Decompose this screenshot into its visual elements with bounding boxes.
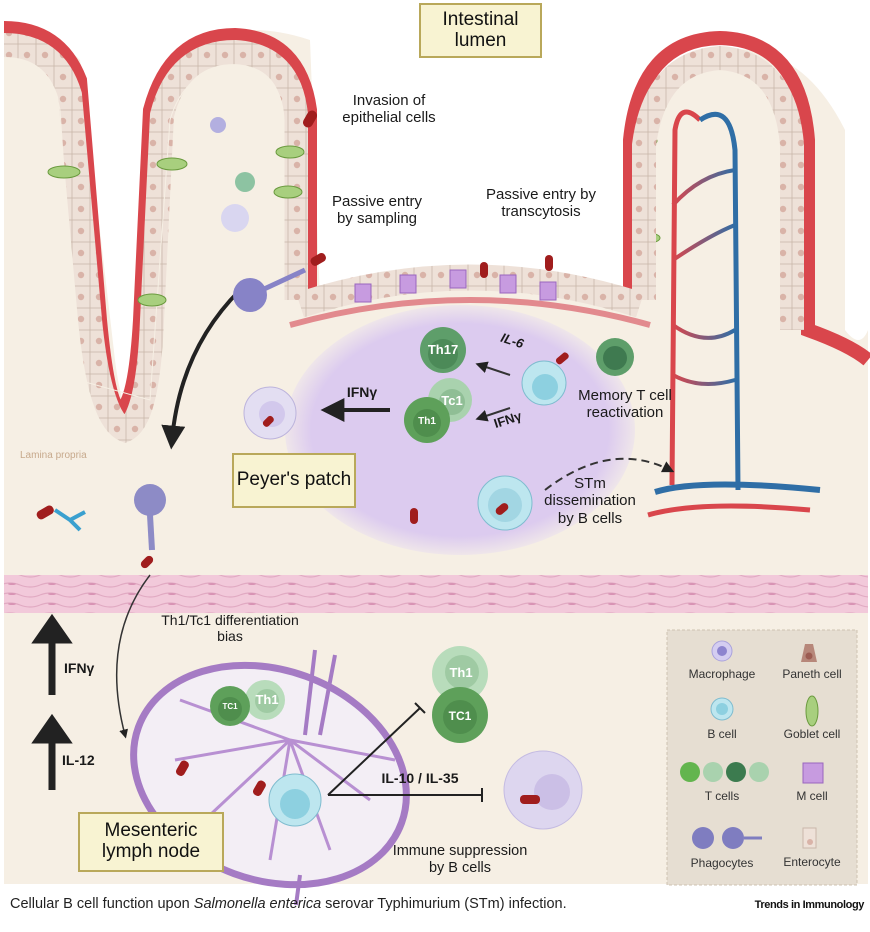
stm-bacterium-pp [410,508,418,524]
legend-label-macrophage: Macrophage [688,667,756,681]
passive-sampling-label: Passive entry by sampling [331,193,423,228]
dendritic-cell-villus [233,267,307,312]
stm-dissemination-label: STm dissemination by B cells [544,475,636,527]
villus-left [3,21,317,444]
memory-t-label: Memory T cell reactivation [578,387,672,422]
peyers-patch-label: Peyer's patch [232,453,356,508]
bacteria-ln [176,760,266,796]
legend-phagocytes-icon [692,827,762,849]
infected-macrophage-right [503,750,583,830]
ifng-label-left: IFNγ [346,384,378,400]
b-cell-ln [268,773,322,827]
legend-paneth-icon [801,644,817,662]
journal-name: Trends in Immunology [754,899,865,911]
passive-transcytosis-label: Passive entry by transcytosis [485,186,597,221]
invasion-label: Invasion of epithelial cells [342,92,436,127]
muscle-layer [4,575,868,613]
il6-arrow [475,361,511,376]
th17-label: Th17 [427,342,459,357]
legend-label-paneth: Paneth cell [782,667,842,681]
antibody-bacterium [36,505,86,532]
th1tc1-bias-label: Th1/Tc1 differentiation bias [161,612,299,645]
legend-label-phagocytes: Phagocytes [690,856,754,870]
migration-arrow-dc [161,288,242,450]
tc1-pp-label: Tc1 [441,393,463,408]
memory-t-cell [596,338,634,376]
th1-cell-ln [245,680,285,720]
lamina-propria-label: Lamina propria [20,450,87,461]
th1-right-label: Th1 [449,665,473,680]
tc1-cell-right [432,687,488,743]
bacteria-invading [303,110,569,365]
th1-cell [404,397,450,443]
legend-tcells-icon [680,762,769,782]
peyers-patch-epithelium [296,264,644,318]
caption-suffix: serovar Typhimurium (STm) infection. [321,896,567,912]
tc1-right-label: TC1 [448,709,472,723]
il12-up-label: IL-12 [62,752,95,768]
dissemination-arrow [544,457,675,491]
legend-macrophage-icon [711,640,733,662]
legend-enterocyte-icon [802,827,817,849]
intestinal-lumen-label: Intestinal lumen [419,3,542,58]
legend-label-bcell: B cell [707,727,737,741]
tc1-cell-ln [210,686,250,726]
il12-up-arrow [31,713,73,790]
legend-goblet-icon [805,695,819,727]
ifng-up-arrow [31,613,73,695]
b-cell-pp [521,360,567,406]
legend-label-enterocyte: Enterocyte [783,855,841,869]
suppression-line-right [328,788,483,802]
peyers-patch-basement [289,297,651,328]
ifng-arrow-right [475,407,511,422]
migration-arrow-ln [115,574,151,739]
infected-macrophage-pp [243,386,297,440]
th17-cell [420,327,466,373]
th1-cell-right [432,646,488,702]
tc1-ln-label: TC1 [222,702,238,711]
legend-label-goblet: Goblet cell [783,727,841,741]
th1-ln-label: Th1 [255,692,279,707]
ifng-up-label: IFNγ [64,660,95,676]
b-cell-infected [477,475,533,531]
suppression-line-up [327,702,426,796]
mesenteric-lymph-node-label: Mesenteric lymph node [78,812,224,872]
m-cells [354,269,557,303]
legend-bcell-icon [710,697,734,721]
caption-prefix: Cellular B cell function upon [10,896,194,912]
legend-label-mcell: M cell [796,789,828,803]
caption-species: Salmonella enterica [193,896,322,912]
il10-il35-label: IL-10 / IL-35 [381,770,459,786]
villus-cells [210,117,255,232]
legend-label-tcells: T cells [704,789,740,803]
legend-mcell-icon [802,762,824,784]
dendritic-cell-lp [134,484,166,569]
figure-caption: Cellular B cell function upon Salmonella… [10,896,567,912]
villus-right [623,30,870,518]
immune-suppression-label: Immune suppression by B cells [392,843,528,876]
th1-pp-label: Th1 [418,416,436,427]
